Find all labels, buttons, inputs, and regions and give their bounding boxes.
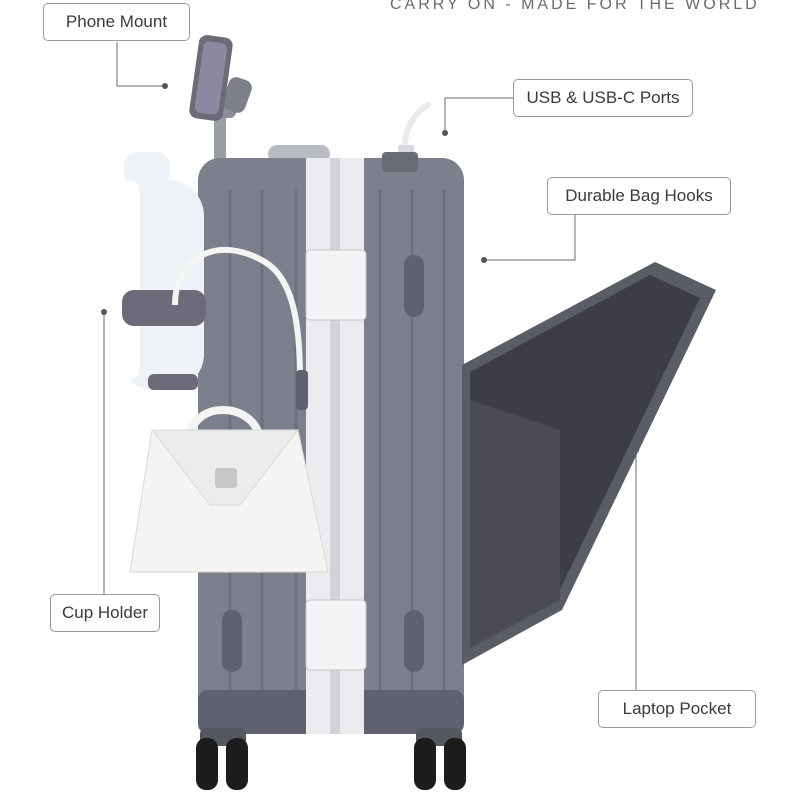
callout-laptop-pocket: Laptop Pocket	[598, 690, 756, 728]
headline: CARRY ON - MADE FOR THE WORLD	[390, 0, 760, 13]
cup-holder-icon	[122, 290, 206, 390]
laptop-pocket-panel	[462, 262, 716, 665]
leader-usb-ports	[444, 97, 513, 132]
wheel-icon	[196, 728, 466, 790]
handbag	[129, 246, 329, 573]
callout-cup-holder: Cup Holder	[50, 594, 160, 632]
leader-phone-mount	[116, 42, 165, 87]
callout-bag-hooks: Durable Bag Hooks	[547, 177, 731, 215]
leader-lines	[103, 42, 637, 690]
leader-bag-hooks	[484, 215, 576, 261]
hook-icon	[296, 370, 308, 410]
callout-usb-ports: USB & USB-C Ports	[513, 79, 693, 117]
phone-icon	[189, 35, 233, 121]
phone-mount-assembly	[189, 35, 252, 172]
water-bottle	[118, 152, 204, 390]
callout-phone-mount: Phone Mount	[43, 3, 190, 41]
suitcase-shell	[198, 152, 464, 734]
